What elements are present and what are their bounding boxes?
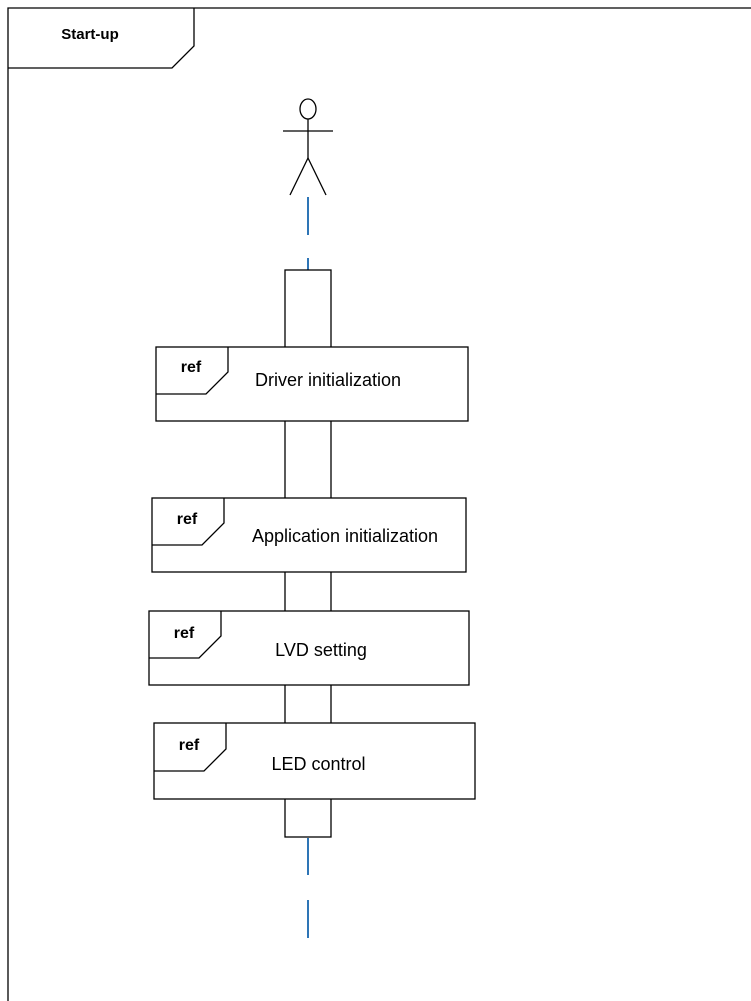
ref-fragment-driver-init[interactable] — [155, 346, 469, 422]
ref-fragment-lvd-setting[interactable] — [148, 610, 470, 686]
ref-tag: ref — [173, 625, 195, 642]
frame-title: Start-up — [61, 25, 119, 43]
frame-title-tab — [8, 8, 195, 69]
ref-tag: ref — [176, 511, 198, 528]
frame-border — [7, 7, 751, 1001]
ref-fragment-app-init[interactable] — [151, 497, 467, 573]
ref-label-driver-init: Driver initialization — [254, 369, 402, 390]
ref-label-lvd-setting: LVD setting — [275, 639, 367, 660]
ref-fragment-led-control[interactable] — [153, 722, 476, 800]
ref-tag: ref — [178, 737, 200, 754]
ref-label-led-control: LED control — [271, 753, 366, 774]
ref-tag: ref — [180, 359, 202, 376]
stick-figure-icon — [283, 98, 333, 196]
ref-label-app-init: Application initialization — [251, 525, 439, 546]
